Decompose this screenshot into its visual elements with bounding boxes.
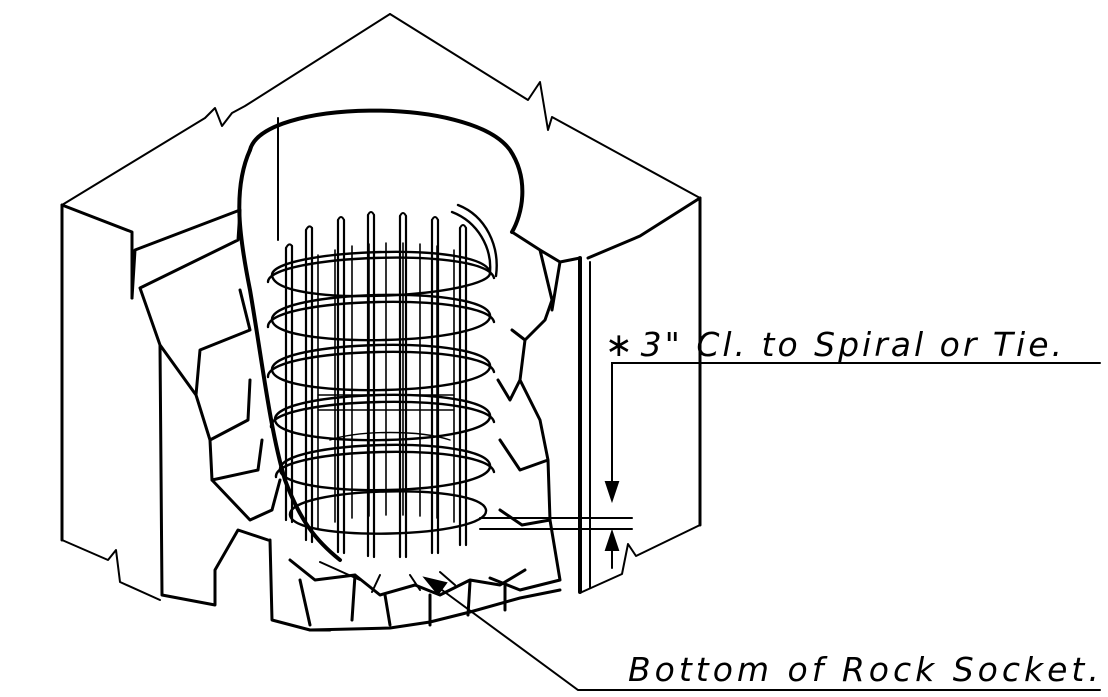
- right-lower-edge: [581, 524, 701, 593]
- top-edge-left: [61, 13, 391, 206]
- bottom-leader-arrow: [422, 576, 448, 596]
- floor-ledge: [319, 561, 456, 593]
- bottom-of-rock-socket-label: Bottom of Rock Socket.: [628, 650, 1103, 689]
- socket-rim: [248, 108, 525, 234]
- clearance-note-label: ∗3" Cl. to Spiral or Tie.: [605, 327, 1065, 363]
- rock-block: [60, 13, 702, 601]
- socket-floor: [288, 558, 562, 632]
- jagged-left-wall: [130, 208, 332, 632]
- clearance-leader: [611, 362, 1101, 483]
- clearance-arrow-bottom: [604, 528, 620, 551]
- clearance-arrow-top: [604, 481, 620, 504]
- jagged-right-wall: [488, 230, 582, 592]
- right-face-inner: [586, 196, 702, 260]
- clearance-dimension: [479, 362, 1101, 569]
- rebar-tops: [285, 211, 467, 249]
- clearance-marker: ∗: [605, 325, 633, 364]
- bottom-leader: [422, 576, 1101, 691]
- left-lower-edge: [61, 539, 161, 601]
- left-face-inner: [60, 203, 134, 300]
- bottom-leader-line: [441, 589, 1101, 691]
- clearance-note-text: 3" Cl. to Spiral or Tie.: [640, 325, 1066, 364]
- rebar-inner-bottom: [317, 394, 455, 441]
- spiral-tail: [450, 203, 498, 278]
- top-edge-right: [389, 13, 701, 199]
- rebar-cage: [266, 203, 498, 559]
- socket-cavity: [130, 108, 582, 632]
